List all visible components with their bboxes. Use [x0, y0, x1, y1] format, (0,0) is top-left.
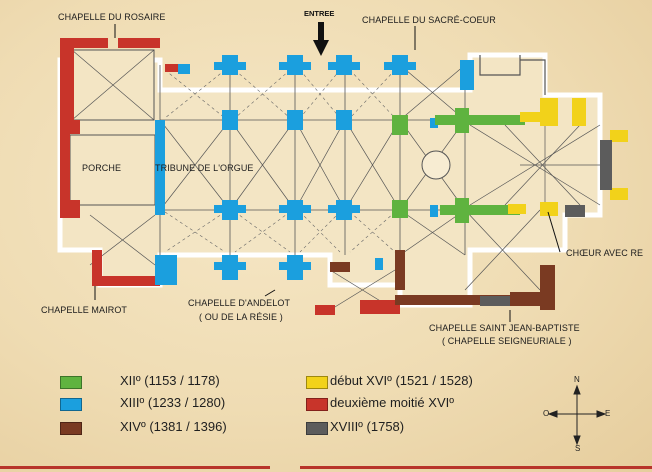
compass-o: O: [543, 409, 550, 418]
walls-xiii: [155, 55, 474, 285]
label-chapelle-rosaire: CHAPELLE DU ROSAIRE: [58, 12, 166, 22]
label-chapelle-saint-jean-sub: ( CHAPELLE SEIGNEURIALE ): [442, 336, 572, 346]
legend-swatch-xvi-debut: [306, 376, 328, 389]
entree-arrow: [313, 22, 329, 56]
legend-text-xvi-debut: début XVIº (1521 / 1528): [330, 373, 473, 388]
legend-text-xiii: XIIIº (1233 / 1280): [120, 395, 226, 410]
label-chapelle-andelot-sub: ( OU DE LA RÉSIE ): [199, 312, 283, 322]
label-choeur: CHŒUR AVEC RE: [566, 248, 644, 258]
walls-xii: [392, 108, 525, 223]
legend-swatch-xviii: [306, 422, 328, 435]
bottom-divider: [0, 466, 652, 469]
walls-xiv: [330, 250, 555, 310]
compass-s: S: [575, 444, 581, 453]
label-chapelle-andelot: CHAPELLE D'ANDELOT: [188, 298, 291, 308]
legend-swatch-xiv: [60, 422, 82, 435]
compass-rose: [547, 384, 607, 446]
legend-swatch-xvi-fin: [306, 398, 328, 411]
label-chapelle-saint-jean: CHAPELLE SAINT JEAN-BAPTISTE: [429, 323, 580, 333]
leader-lines: [94, 24, 561, 322]
legend-swatch-xii: [60, 376, 82, 389]
compass-n: N: [574, 375, 580, 384]
legend-text-xii: XIIº (1153 / 1178): [120, 373, 220, 388]
label-chapelle-mairot: CHAPELLE MAIROT: [41, 305, 128, 315]
label-tribune: TRIBUNE DE L'ORGUE: [155, 163, 254, 173]
legend-text-xviii: XVIIIº (1758): [330, 419, 405, 434]
legend-text-xvi-fin: deuxième moitié XVIº: [330, 395, 454, 410]
legend-swatch-xiii: [60, 398, 82, 411]
walls-xvi-debut: [508, 98, 628, 216]
walls-xvi-fin: [60, 38, 400, 315]
compass-e: E: [605, 409, 611, 418]
walls-xviii: [480, 140, 612, 306]
label-entree: ENTREE: [304, 9, 335, 18]
label-chapelle-sacre-coeur: CHAPELLE DU SACRÉ-COEUR: [362, 15, 496, 25]
legend-text-xiv: XIVº (1381 / 1396): [120, 419, 227, 434]
label-porche: PORCHE: [82, 163, 122, 173]
